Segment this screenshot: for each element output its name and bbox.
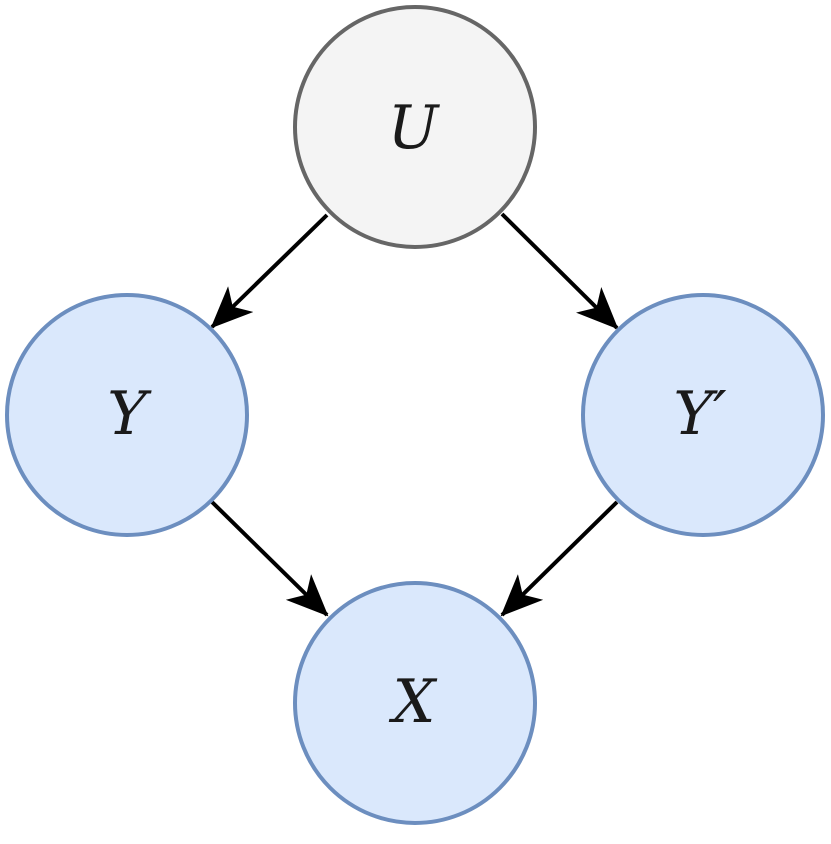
node-y-circle xyxy=(5,293,249,537)
node-yprime-label: Y′ xyxy=(673,379,727,449)
node-y-label: Y xyxy=(107,379,152,449)
edge-u-to-y xyxy=(210,213,329,329)
node-y: Y xyxy=(5,293,249,537)
node-u-circle xyxy=(293,5,537,249)
edge-u-to-yprime xyxy=(500,212,619,330)
node-x-label: X xyxy=(389,667,438,737)
edge-y-to-x xyxy=(210,500,329,617)
node-u: U xyxy=(293,5,537,249)
edge-yprime-to-x xyxy=(500,500,619,617)
node-u-label: U xyxy=(388,93,441,163)
node-x: X xyxy=(293,581,537,825)
node-x-circle xyxy=(293,581,537,825)
node-yprime-circle xyxy=(581,293,825,537)
node-yprime: Y′ xyxy=(581,293,825,537)
